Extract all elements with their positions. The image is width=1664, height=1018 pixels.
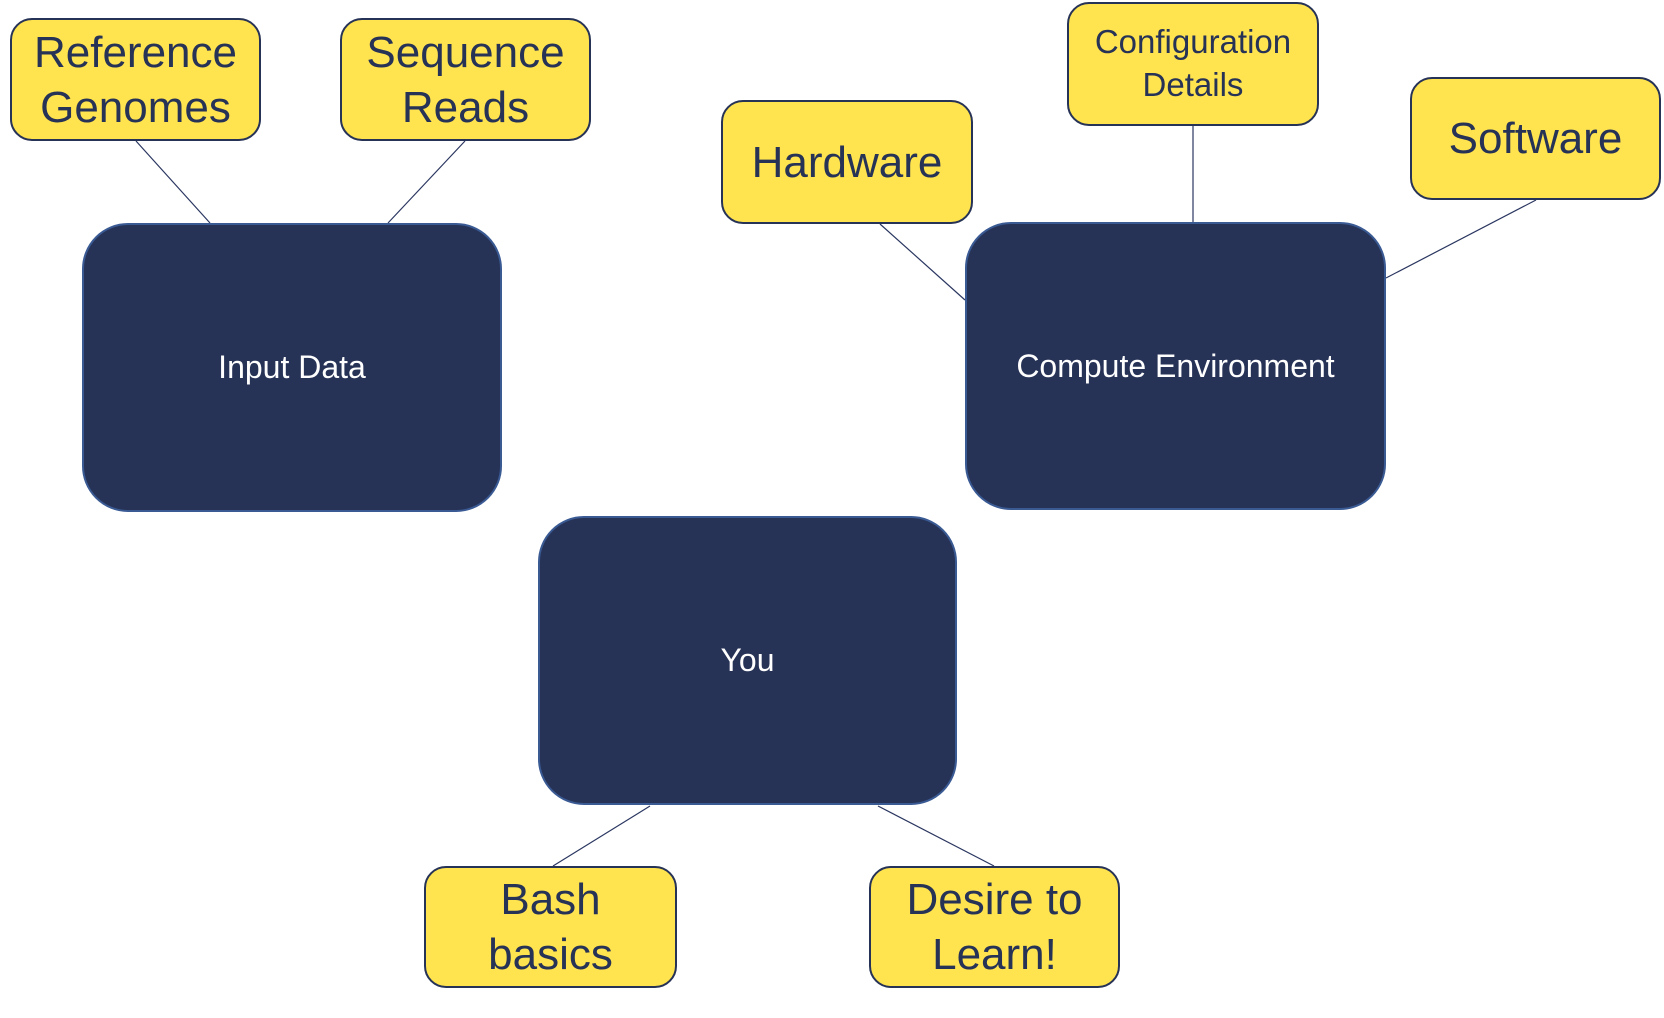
node-input-data[interactable]: Input Data [82, 223, 502, 512]
node-hardware-label: Hardware [751, 137, 943, 187]
edge-you-desire-to-learn [877, 805, 995, 867]
node-configuration-details[interactable]: Configuration Details [1067, 2, 1319, 126]
node-configuration-details-label: Configuration Details [1094, 23, 1292, 103]
node-hardware[interactable]: Hardware [721, 100, 973, 224]
node-sequence-reads-label: Sequence Reads [366, 27, 565, 132]
node-desire-to-learn-label: Desire to Learn! [906, 875, 1083, 979]
edge-compute-environment-hardware [879, 223, 966, 301]
node-reference-genomes-label: Reference Genomes [33, 27, 237, 132]
node-compute-environment[interactable]: Compute Environment [965, 222, 1386, 510]
node-input-data-label: Input Data [218, 349, 366, 385]
node-you-label: You [720, 642, 775, 678]
node-bash-basics-label: Bash basics [488, 875, 613, 979]
node-desire-to-learn[interactable]: Desire to Learn! [869, 866, 1120, 988]
node-you[interactable]: You [538, 516, 957, 805]
node-software[interactable]: Software [1410, 77, 1661, 200]
node-reference-genomes[interactable]: Reference Genomes [10, 18, 261, 141]
edge-you-bash-basics [552, 805, 651, 867]
node-bash-basics[interactable]: Bash basics [424, 866, 677, 988]
node-compute-environment-label: Compute Environment [1016, 347, 1335, 384]
edge-input-data-sequence-reads [387, 140, 466, 224]
node-software-label: Software [1448, 114, 1623, 163]
node-sequence-reads[interactable]: Sequence Reads [340, 18, 591, 141]
edge-input-data-reference-genomes [135, 140, 211, 224]
edge-compute-environment-software [1385, 199, 1537, 279]
